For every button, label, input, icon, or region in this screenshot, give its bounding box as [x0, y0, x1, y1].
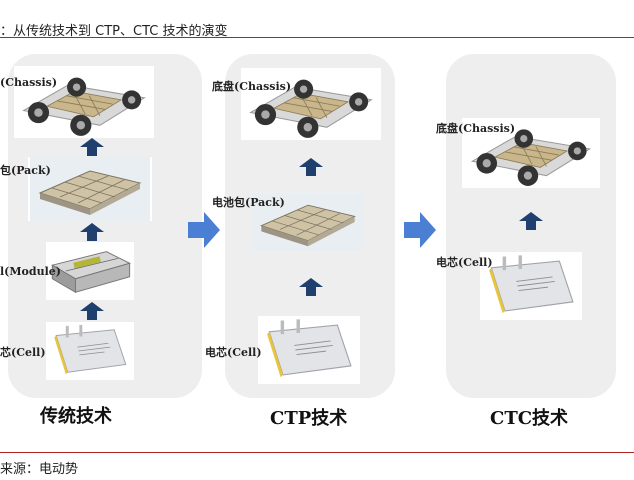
- right-arrow-icon: [188, 212, 220, 248]
- ctp-pack-label: 电池包(Pack): [212, 196, 285, 209]
- traditional-chassis-label: (Chassis): [0, 76, 58, 89]
- up-arrow-icon: [299, 158, 323, 176]
- traditional-tech-name: 传统技术: [40, 406, 112, 427]
- chassis-image: [462, 118, 600, 188]
- up-arrow-icon: [519, 212, 543, 230]
- ctc-cell-label: 电芯(Cell): [436, 256, 493, 269]
- chassis-image: [241, 68, 381, 140]
- up-arrow-icon: [80, 302, 104, 320]
- traditional-pack-label: 包(Pack): [0, 164, 51, 177]
- source-note: 来源：电动势: [0, 462, 79, 477]
- chassis-image: [14, 66, 154, 138]
- ctp-chassis-label: 底盘(Chassis): [212, 80, 292, 93]
- up-arrow-icon: [299, 278, 323, 296]
- ctc-chassis-label: 底盘(Chassis): [436, 122, 516, 135]
- battery-pack-image: [28, 157, 152, 221]
- bottom-divider: [0, 452, 634, 453]
- module-image: [46, 242, 134, 300]
- cell-image: [480, 252, 582, 320]
- traditional-cell-label: 芯(Cell): [0, 346, 46, 359]
- traditional-module-label: l(Module): [0, 265, 61, 278]
- right-arrow-icon: [404, 212, 436, 248]
- top-divider: [0, 37, 634, 38]
- ctp-tech-name: CTP技术: [270, 408, 348, 429]
- battery-pack-image: [252, 192, 364, 252]
- ctc-tech-name: CTC技术: [490, 408, 569, 429]
- up-arrow-icon: [80, 223, 104, 241]
- cell-image: [46, 322, 134, 380]
- up-arrow-icon: [80, 138, 104, 156]
- ctp-cell-label: 电芯(Cell): [205, 346, 262, 359]
- cell-image: [258, 316, 360, 384]
- figure-title: ：从传统技术到 CTP、CTC 技术的演变: [0, 24, 228, 39]
